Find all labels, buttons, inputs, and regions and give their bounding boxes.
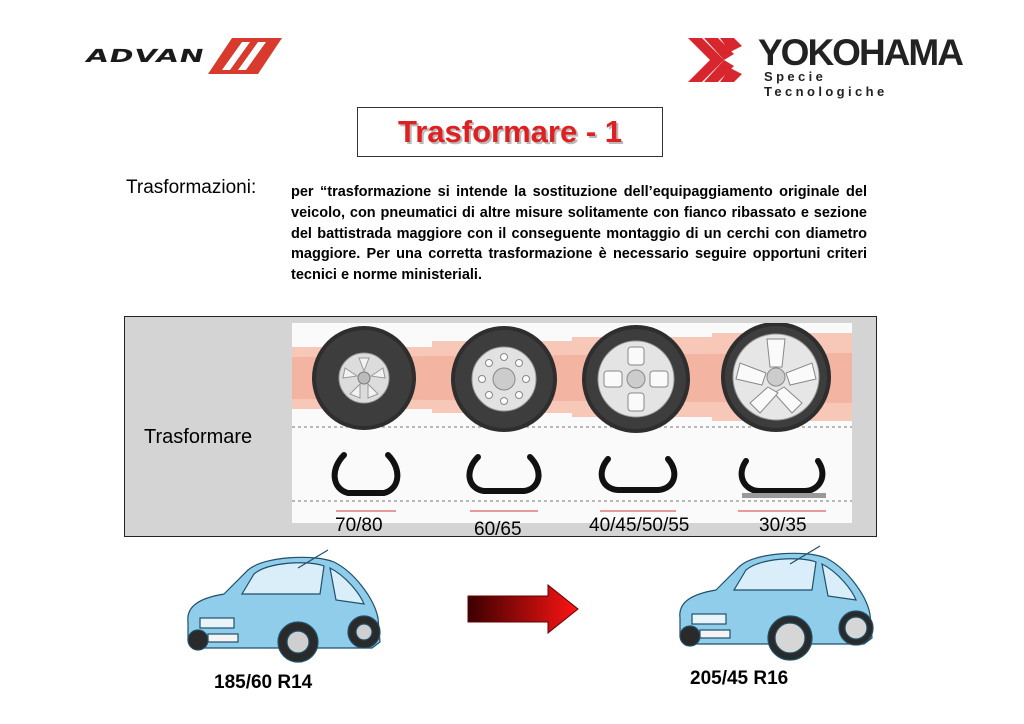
yokohama-emblem-icon xyxy=(688,38,742,82)
aspect-label-3: 40/45/50/55 xyxy=(589,515,690,536)
tire-size-after: 205/45 R16 xyxy=(690,668,789,689)
tire-60-65 xyxy=(451,326,557,432)
tire-size-before: 185/60 R14 xyxy=(214,672,313,693)
definition-text: per “trasformazione si intende la sostit… xyxy=(291,184,867,284)
tire-30-35 xyxy=(721,323,831,432)
page-title: Trasformare - 1 xyxy=(398,114,622,149)
tire-70-80 xyxy=(312,326,416,430)
tire-40-55 xyxy=(582,325,690,433)
car-before-image xyxy=(187,549,381,663)
aspect-label-2: 60/65 xyxy=(474,519,522,540)
advan-logo: ADVAN xyxy=(82,36,282,76)
title-box: Trasformare - 1 xyxy=(357,107,663,157)
section-70-80 xyxy=(331,452,401,496)
aspect-label-1: 70/80 xyxy=(335,515,383,536)
section-40-55 xyxy=(598,456,678,493)
section-60-65 xyxy=(466,454,542,494)
definition-term-label: Trasformazioni xyxy=(126,177,251,198)
car-after-image xyxy=(679,545,874,661)
yokohama-tagline: Specie Tecnologiche xyxy=(764,69,888,99)
tire-comparison-figure xyxy=(292,323,852,523)
yokohama-logo: YOKOHAMA Specie Tecnologiche xyxy=(688,32,964,99)
definition-term: Trasformazioni: xyxy=(126,177,256,199)
yokohama-wordmark: YOKOHAMA xyxy=(758,32,964,73)
section-30-35 xyxy=(738,458,826,494)
aspect-label-4: 30/35 xyxy=(759,515,807,536)
arrow-right-icon xyxy=(467,584,579,634)
definition-separator: : xyxy=(250,177,257,198)
advan-wordmark: ADVAN xyxy=(83,45,208,67)
diagram-label: Trasformare xyxy=(144,426,253,448)
